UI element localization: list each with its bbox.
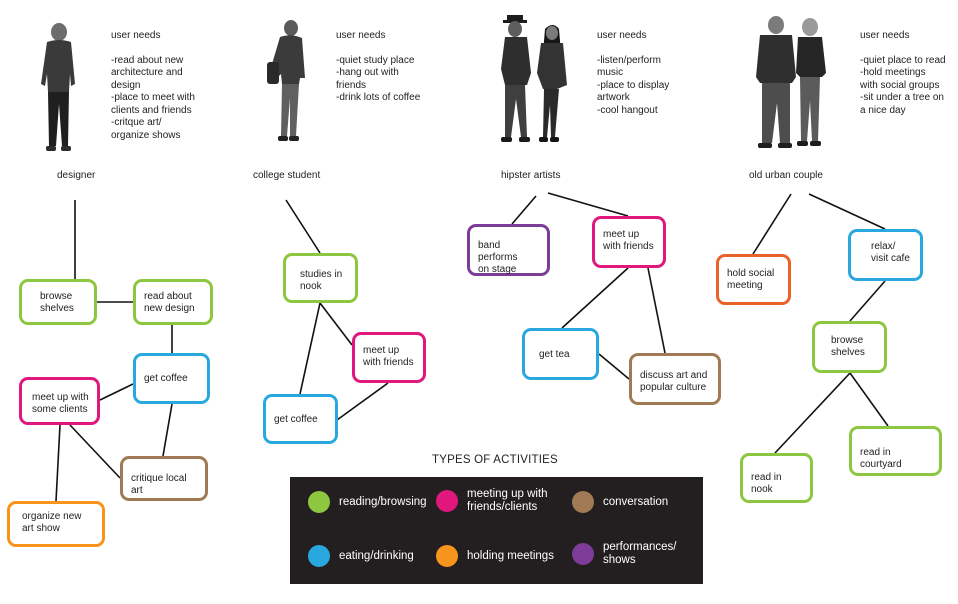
hipster-artists-needs: user needs -listen/perform music -place … — [597, 30, 669, 117]
hipster-artists-photo — [501, 15, 567, 142]
legend-label: holding meetings — [467, 549, 554, 562]
need-item: -place to display artwork — [597, 79, 670, 104]
designer-photo — [41, 23, 75, 151]
node-designer-browse-shelves: browse shelves — [19, 279, 97, 325]
link-friends-coffee — [336, 382, 389, 421]
need-item: -hang out with friends — [336, 67, 399, 91]
legend-label: reading/browsing — [339, 495, 427, 508]
need-item: -drink lots of coffee — [336, 92, 421, 103]
link-studies-friends — [319, 302, 353, 346]
legend-item-conversation: conversation — [572, 491, 668, 513]
node-designer-meet-up-with-some-clients: meet up with some clients — [19, 377, 100, 425]
legend-dot-holding — [436, 545, 458, 567]
need-item: -listen/perform music — [597, 54, 661, 79]
needs-list: -quiet place to read -hold meetings with… — [860, 55, 946, 118]
need-item: -read about new architecture and design — [111, 54, 184, 91]
activity-legend: reading/browsing meeting up with friends… — [290, 477, 703, 584]
node-couple-relax-visit-cafe: relax/ visit cafe — [848, 229, 923, 281]
need-item: -quiet place to read — [860, 54, 946, 66]
legend-dot-performance — [572, 543, 594, 565]
link-coffee-clients — [99, 383, 134, 401]
link-clients-critique — [69, 424, 121, 479]
node-designer-read-about-new-design: read about new design — [133, 279, 213, 325]
legend-dot-reading — [308, 491, 330, 513]
link-studies-coffee — [299, 302, 321, 395]
node-student-meet-up-with-friends: meet up with friends — [352, 332, 426, 383]
node-couple-read-in-courtyard: read in courtyard — [849, 426, 942, 476]
link-browse-courtyard — [849, 372, 889, 427]
node-hipster-band-performs-on-stage: band performs on stage — [467, 224, 550, 276]
node-couple-hold-social-meeting: hold social meeting — [716, 254, 791, 305]
link-cafe-browse — [849, 280, 886, 322]
node-designer-get-coffee: get coffee — [133, 353, 210, 404]
node-couple-browse-shelves: browse shelves — [812, 321, 887, 373]
link-friends-discuss — [647, 267, 666, 354]
link-student-studies — [285, 199, 321, 254]
node-hipster-meet-up-with-friends: meet up with friends — [592, 216, 666, 268]
legend-item-eating: eating/drinking — [308, 545, 414, 567]
persona-label-college-student: college student — [253, 170, 321, 181]
need-item: -sit under a tree on a nice day — [860, 92, 944, 116]
link-browse-nook — [774, 372, 851, 454]
link-couple-cafe — [808, 193, 886, 230]
need-item: -cool hangout — [597, 104, 658, 116]
link-tea-discuss — [598, 353, 630, 380]
legend-label: eating/drinking — [339, 549, 414, 562]
link-hipster-friends — [547, 192, 629, 217]
needs-list: -quiet study place -hang out with friend… — [336, 55, 420, 105]
need-item: -critque art/ organize shows — [111, 117, 181, 141]
link-hipster-band — [511, 195, 537, 225]
need-item: -quiet study place — [336, 54, 415, 66]
needs-title: user needs — [860, 30, 910, 41]
college-student-needs: user needs -quiet study place -hang out … — [336, 30, 420, 105]
need-item: -hold meetings with social groups — [860, 67, 940, 91]
legend-item-performance: performances/ shows — [572, 541, 677, 567]
legend-dot-conversation — [572, 491, 594, 513]
legend-dot-eating — [308, 545, 330, 567]
node-hipster-discuss-art-and-popular-culture: discuss art and popular culture — [629, 353, 721, 405]
needs-list: -read about new architecture and design … — [111, 55, 195, 143]
node-designer-organize-new-art-show: organize new art show — [7, 501, 105, 547]
need-item: -place to meet with clients and friends — [111, 92, 195, 116]
needs-list: -listen/perform music -place to display … — [597, 55, 669, 118]
legend-label: meeting up with friends/clients — [467, 488, 548, 513]
node-student-studies-in-nook: studies in nook — [283, 253, 358, 303]
old-urban-couple-photo — [756, 16, 826, 148]
designer-needs: user needs -read about new architecture … — [111, 30, 195, 142]
link-couple-social — [752, 193, 792, 255]
needs-title: user needs — [111, 30, 161, 41]
link-clients-organize — [55, 424, 61, 502]
legend-item-meeting: meeting up with friends/clients — [436, 488, 548, 514]
legend-label: conversation — [603, 495, 669, 508]
needs-title: user needs — [336, 30, 386, 41]
needs-title: user needs — [597, 30, 647, 41]
legend-dot-meeting — [436, 490, 458, 512]
college-student-photo — [267, 20, 305, 141]
legend-item-holding: holding meetings — [436, 545, 554, 567]
persona-label-hipster-artists: hipster artists — [501, 170, 561, 181]
old-urban-couple-needs: user needs -quiet place to read -hold me… — [860, 30, 946, 117]
link-friends-tea — [561, 267, 629, 329]
node-designer-critique-local-art: critique local art — [120, 456, 208, 501]
node-hipster-get-tea: get tea — [522, 328, 599, 380]
node-student-get-coffee: get coffee — [263, 394, 338, 444]
legend-item-reading: reading/browsing — [308, 491, 427, 513]
persona-label-old-urban-couple: old urban couple — [749, 170, 823, 181]
legend-label: performances/ shows — [603, 541, 677, 566]
legend-title: TYPES OF ACTIVITIES — [432, 454, 558, 466]
link-coffee-critique — [162, 403, 173, 457]
node-couple-read-in-nook: read in nook — [740, 453, 813, 503]
persona-label-designer: designer — [57, 170, 96, 181]
